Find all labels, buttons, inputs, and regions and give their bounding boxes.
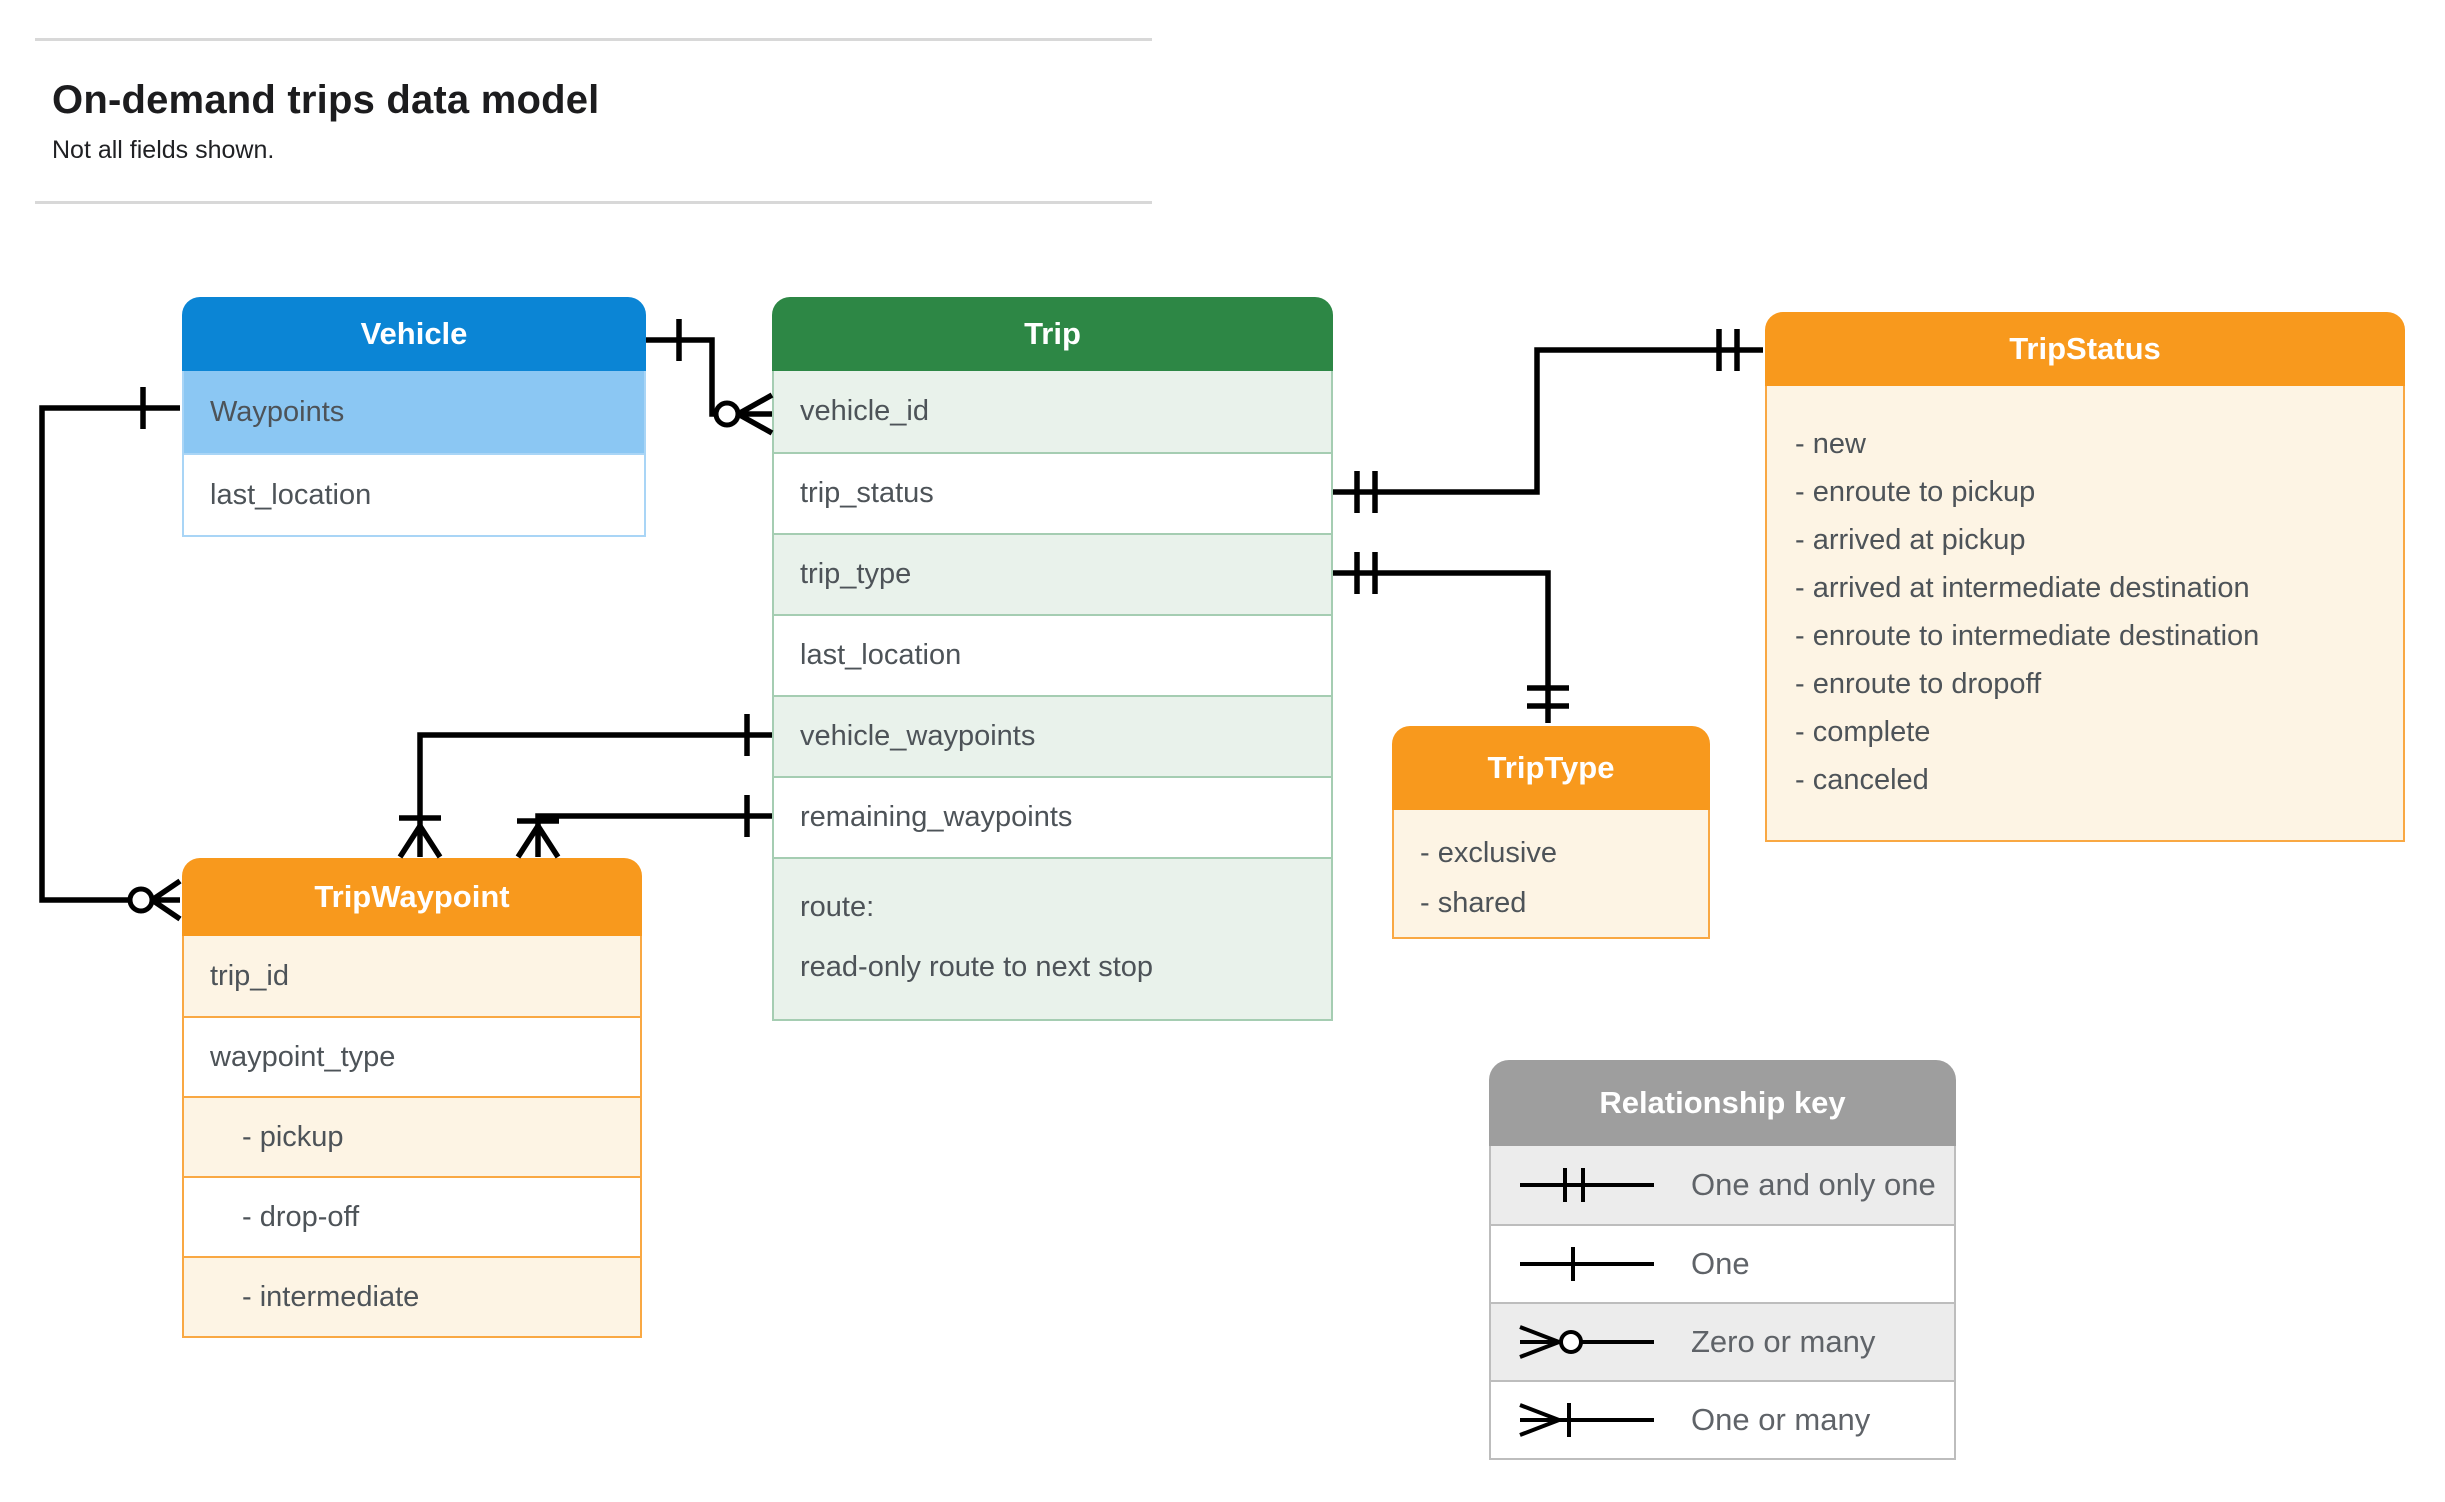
one-or-many-symbol [1519, 1403, 1654, 1437]
entity-trip-header: Trip [772, 297, 1333, 371]
status-item-new: - new [1795, 428, 1866, 460]
field-vehicle-id: vehicle_id [774, 371, 1331, 452]
status-item-enroute-to-dropoff: - enroute to dropoff [1795, 668, 2042, 700]
status-item-enroute-to-pickup: - enroute to pickup [1795, 476, 2036, 508]
connector-vehicle-to-trip [646, 319, 774, 436]
status-item-enroute-to-intermediate-destination: - enroute to intermediate destination [1795, 620, 2260, 652]
legend-label: One or many [1691, 1402, 1871, 1437]
legend-row-one-or-many: One or many [1491, 1380, 1954, 1458]
page-title: On-demand trips data model [52, 78, 600, 122]
zero-or-many-symbol [1519, 1325, 1654, 1359]
field-remaining-waypoints: remaining_waypoints [774, 776, 1331, 857]
entity-trip-waypoint-header: TripWaypoint [182, 858, 642, 936]
relationship-key: Relationship key One and only one One Ze… [1489, 1060, 1956, 1460]
legend-row-zero-or-many: Zero or many [1491, 1302, 1954, 1380]
field-route: route: read-only route to next stop [774, 857, 1331, 1019]
status-item-complete: - complete [1795, 716, 1931, 748]
waypoint-item-pickup: - pickup [184, 1096, 640, 1176]
divider-bottom [35, 201, 1152, 204]
relationship-key-header: Relationship key [1489, 1060, 1956, 1146]
page-subtitle: Not all fields shown. [52, 136, 275, 164]
connector-trip-type-to-triptype [1333, 552, 1569, 723]
connector-vehicle-waypoints-to-tripwaypoint [39, 387, 182, 922]
field-vehicle-last-location: last_location [184, 453, 644, 535]
field-waypoints: Waypoints [184, 371, 644, 453]
field-vehicle-waypoints: vehicle_waypoints [774, 695, 1331, 776]
status-item-canceled: - canceled [1795, 764, 1929, 796]
connector-vehicle-waypoints-field-to-tripwaypoint [397, 714, 772, 859]
field-waypoint-type: waypoint_type [184, 1016, 640, 1096]
waypoint-item-intermediate: - intermediate [184, 1256, 640, 1336]
legend-label: One [1691, 1246, 1750, 1281]
type-item-shared: - shared [1420, 887, 1527, 919]
field-trip-type: trip_type [774, 533, 1331, 614]
entity-trip-type: TripType - exclusive - shared [1392, 726, 1710, 939]
legend-row-one: One [1491, 1224, 1954, 1302]
legend-label: Zero or many [1691, 1324, 1876, 1359]
entity-vehicle: Vehicle Waypoints last_location [182, 297, 646, 537]
status-item-arrived-at-pickup: - arrived at pickup [1795, 524, 2026, 556]
entity-trip: Trip vehicle_id trip_status trip_type la… [772, 297, 1333, 1021]
entity-trip-status-header: TripStatus [1765, 312, 2405, 386]
field-trip-last-location: last_location [774, 614, 1331, 695]
field-route-line1: route: [800, 891, 875, 923]
status-item-arrived-at-intermediate-destination: - arrived at intermediate destination [1795, 572, 2250, 604]
field-trip-status: trip_status [774, 452, 1331, 533]
one-symbol [1520, 1247, 1654, 1281]
divider-top [35, 38, 1152, 41]
field-route-line2: read-only route to next stop [800, 951, 1154, 983]
entity-trip-status: TripStatus - new - enroute to pickup - a… [1765, 312, 2405, 842]
legend-row-one-and-only-one: One and only one [1491, 1146, 1954, 1224]
entity-trip-waypoint: TripWaypoint trip_id waypoint_type - pic… [182, 858, 642, 1338]
entity-vehicle-header: Vehicle [182, 297, 646, 371]
type-item-exclusive: - exclusive [1420, 837, 1557, 869]
connector-trip-status-to-tripstatus [1333, 329, 1763, 513]
field-trip-id: trip_id [184, 936, 640, 1016]
waypoint-item-drop-off: - drop-off [184, 1176, 640, 1256]
entity-trip-type-header: TripType [1392, 726, 1710, 810]
connector-remaining-waypoints-to-tripwaypoint [515, 795, 772, 859]
legend-label: One and only one [1691, 1167, 1936, 1202]
one-and-only-one-symbol [1520, 1168, 1654, 1202]
